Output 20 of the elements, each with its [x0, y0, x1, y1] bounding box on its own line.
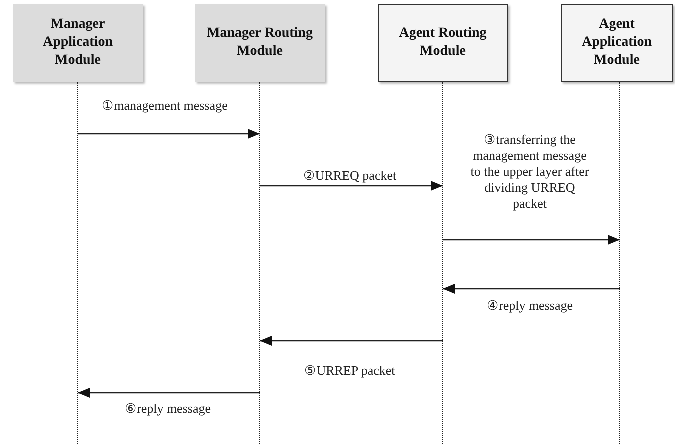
module-name: Agent Application Module [580, 16, 653, 70]
message-arrow [443, 235, 620, 245]
lifeline [77, 82, 78, 444]
lifeline [259, 82, 260, 444]
message-arrow [443, 284, 620, 294]
message-arrow [78, 388, 260, 398]
module-box [195, 4, 325, 82]
message-arrow [78, 129, 260, 139]
message-arrow [260, 181, 443, 191]
edge-label: ①management message [100, 98, 230, 114]
module-box [13, 4, 143, 82]
module-box [378, 4, 508, 82]
edge-label: ③transferring the management message to the upper layer after dividing URREQ packet [470, 132, 590, 212]
module-name: Manager Routing Module [207, 25, 313, 61]
lifeline [442, 82, 443, 444]
module-name: Manager Application Module [42, 16, 114, 70]
message-arrow [260, 336, 443, 346]
lifeline [619, 82, 620, 444]
module-name: Agent Routing Module [398, 25, 488, 61]
module-box [561, 4, 673, 82]
